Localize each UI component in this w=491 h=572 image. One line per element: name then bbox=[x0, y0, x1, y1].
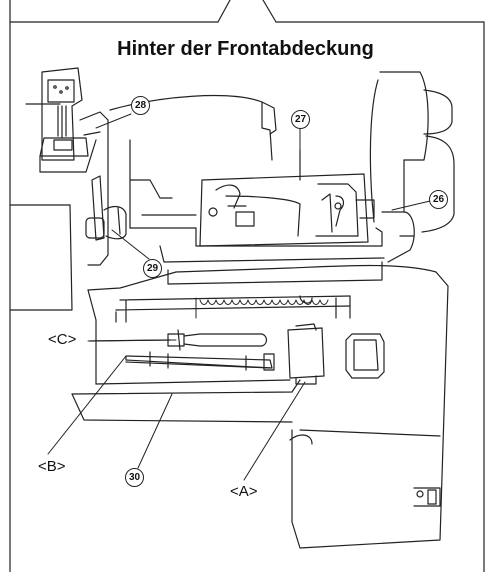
panel-hinge bbox=[413, 487, 441, 507]
label-b: <B> bbox=[38, 458, 66, 475]
label-c: <C> bbox=[48, 331, 77, 348]
callout-29: 29 bbox=[143, 259, 162, 278]
left-column bbox=[9, 111, 127, 311]
looper-detail-box bbox=[199, 173, 375, 247]
callout-30: 30 bbox=[125, 468, 144, 487]
accessory-case bbox=[287, 323, 325, 385]
panel-window bbox=[345, 333, 385, 379]
tweezers bbox=[125, 351, 275, 371]
spring-rod bbox=[195, 297, 329, 319]
callout-27: 27 bbox=[291, 110, 310, 129]
leader-lines bbox=[47, 113, 431, 481]
callout-26: 26 bbox=[429, 190, 448, 209]
needle-area bbox=[25, 67, 97, 173]
label-a: <A> bbox=[230, 483, 258, 500]
page-frame bbox=[9, 0, 485, 572]
callout-28: 28 bbox=[131, 96, 150, 115]
right-housing bbox=[299, 71, 455, 263]
screwdriver bbox=[89, 329, 268, 351]
diagram-title: Hinter der Frontabdeckung bbox=[117, 38, 374, 60]
